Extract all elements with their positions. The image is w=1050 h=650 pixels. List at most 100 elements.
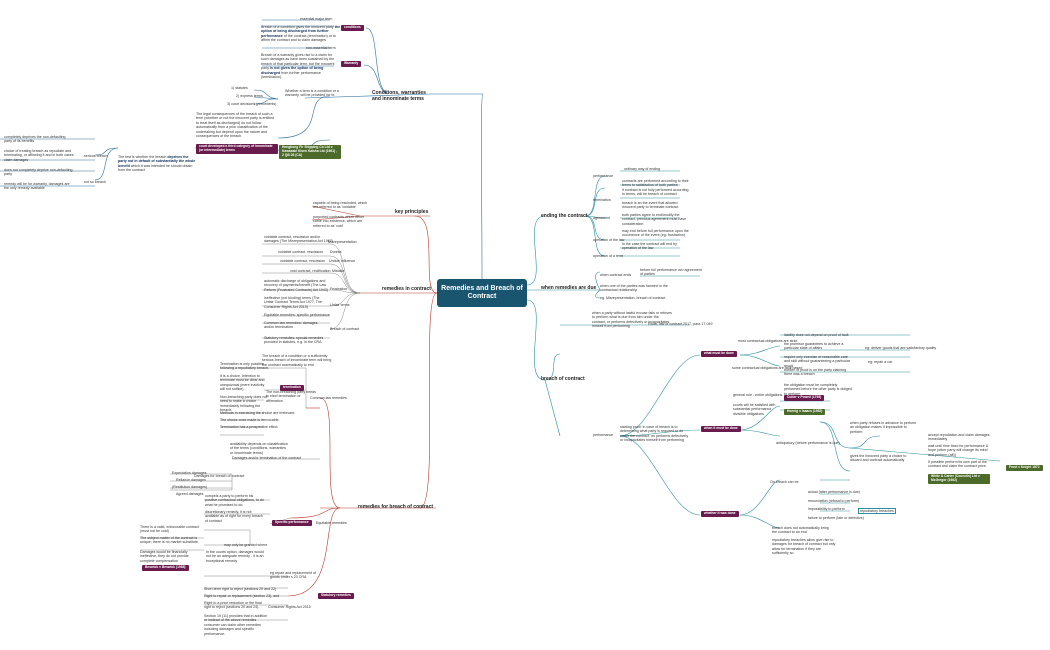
termination-label: termination	[593, 198, 611, 202]
if-possible-text: If possible perform its own part of the …	[928, 460, 987, 469]
promisor-text: the promisor guarantees to achieve a par…	[784, 342, 844, 351]
performance-label: performance	[593, 174, 614, 178]
statutes-item: 1) statutes	[231, 86, 248, 90]
voidable-rescission-undue: voidable contract, rescission	[280, 259, 326, 263]
burden-text: burden of proof is on the party claiming…	[784, 368, 847, 377]
right-repair-replace: Right to repair or replacement (section …	[204, 594, 280, 598]
auto-discharge-text: automatic discharge of obligations and r…	[264, 279, 329, 292]
section-ending-contract: ending the contract	[541, 213, 588, 219]
unfair-terms-label: Unfair terms	[330, 303, 350, 307]
section-when-remedies-due: when remedies are due	[541, 285, 597, 291]
equitable-remedies-node: Equitable remedies	[316, 521, 347, 525]
mistake-label: Mistake	[332, 269, 345, 273]
what-must-be-done-tag: what must be done	[701, 351, 737, 357]
agreed-damages: Agreed damages	[176, 492, 204, 496]
equitable-remedies-label: Equitable remedies: specific performance	[264, 313, 330, 317]
require-only-text: require only exercise of reasonable care…	[784, 355, 851, 368]
contracts-performed-text: contracts are performed according to the…	[622, 179, 689, 188]
termination-tag: termination	[280, 385, 304, 391]
when-contract-ends: when contract ends	[600, 273, 632, 277]
some-fault-based-label: some contractual obligations are fault b…	[732, 366, 803, 370]
repudiatory-damages-text: repudiatory breaches allow give rise to …	[772, 538, 836, 556]
court-decisions-item: 3) court decisions (precedents)	[227, 102, 277, 106]
on-breach-label: On breach can be	[770, 480, 799, 484]
ewan-citation: Ewan, law of contract 2017, para 17-049	[648, 322, 713, 326]
before-full-text: before full performance w/o agreement of…	[640, 268, 702, 277]
breach-of-contract-label: Breach of contract	[330, 327, 360, 331]
eg-deliver-text: eg: deliver goods that are satisfactory …	[865, 346, 937, 350]
ineffective-terms-text: ineffective (not binding) terms (The Unf…	[264, 296, 322, 309]
courts-option-text: In the courts option, damages would not …	[206, 550, 264, 563]
root-node: Remedies and Breach of Contract	[437, 279, 527, 307]
prospective-text: Termination has a prospective effect.	[220, 425, 279, 429]
repair-example: eg repair and replacement of goods under…	[270, 571, 316, 580]
valid-contract-text: There is a valid, enforceable contract (…	[140, 525, 199, 534]
consumer-rights-act: Consumer Rights Act 2015	[268, 605, 311, 609]
operation-of-law-label: operation of the law	[593, 238, 625, 242]
hoenig-case: Hoenig v Isaacs (1952)	[784, 409, 826, 415]
gives-choice-text: gives the innocent party a choice to dis…	[850, 454, 907, 463]
common-law-remedies-label: Common law remedies: damages and/or term…	[264, 321, 318, 330]
impossibility-label: impossibility to perform	[808, 507, 845, 511]
when-must-be-done-tag: when it must be done	[701, 426, 741, 432]
eg-repair-text: eg: repair a car	[868, 360, 893, 364]
when-one-harmed-text: when one of the parties was harmed in th…	[600, 284, 668, 293]
section-conditions-warranties: Conditions, warranties and innominate te…	[372, 90, 426, 102]
starting-point-text: starting point: in case of breach is to …	[620, 425, 689, 443]
section-remedies-in-contract: remedies in contract	[382, 286, 431, 292]
wait-time-text: wait until time fixed for performance & …	[928, 444, 989, 457]
ordinary-way: ordinary way of ending	[624, 167, 661, 171]
choice-intention-text: It is a choice. Intention to terminate m…	[220, 374, 265, 392]
may-only-be-granted: may only be granted where	[224, 543, 268, 547]
statutory-remedies-tag: Statutory remedies	[318, 593, 354, 599]
most-strict-label: most contractual obligations are strict	[738, 339, 798, 343]
subject-matter-text: The subject matter of the contract is un…	[140, 536, 199, 545]
renunciation-label: renunciation (refusal to perform)	[808, 499, 860, 503]
obligation-perf-text: the obligation must be completely perfor…	[784, 383, 852, 396]
whether-done-tag: whether it was done	[701, 511, 739, 517]
hongkong-fir-case: Hongkong Fir Shipping Co Ltd v Kawasaki …	[279, 145, 341, 159]
section-remedies-for-breach: remedies for breach of contract	[358, 504, 434, 510]
white-carter-case: White & Carter (Councils) Ltd v McGregor…	[928, 474, 990, 484]
operation-of-term-label: operation of a term	[593, 254, 624, 258]
warranty-tag: Warranty	[341, 61, 362, 67]
damages-termination-label: Damages and/or termination of the contra…	[232, 456, 302, 460]
only-possible-text: Termination is only possible following a…	[220, 362, 269, 371]
void-rectification: void contract, rectification	[290, 269, 331, 273]
specific-performance-tag: Specific performance	[272, 520, 312, 526]
compels-text: compels a party to perform his positive …	[205, 494, 264, 507]
agreement-label: agreement	[593, 216, 611, 220]
anticipatory-label: anticipatory (before performance is due)	[776, 441, 840, 445]
test-text: The test is whether the breach deprives …	[118, 155, 196, 173]
actual-label: actual (after performance is due)	[808, 490, 860, 494]
frost-case: Frost v Knight 1872	[1006, 465, 1043, 471]
substantial-performance-text: courts will be satisfied with substantia…	[733, 403, 776, 416]
remedy-warranty-text: remedy will be for warranty, damages are…	[4, 182, 70, 191]
completely-deprives-text: completely deprives the non-defaulting p…	[4, 135, 66, 144]
common-law-remedies-node: Common law remedies	[310, 396, 347, 400]
innominate-terms-tag: court developed a third category of inno…	[196, 144, 278, 154]
non-essential-term: non-essential term	[306, 46, 336, 50]
entire-obligations-label: general rule - entire obligations	[733, 393, 783, 397]
not-so-breach-label: not so breach	[84, 180, 106, 184]
essential-term: essential major term	[300, 17, 333, 21]
methods-text: Methods in exercising the choice are irr…	[220, 411, 296, 415]
termination-description: The breach of a condition or a sufficien…	[262, 354, 332, 367]
elect-termination-text: The non-breaching party needs to elect t…	[266, 390, 316, 403]
when-party-fails-text: when a party without lawful excuse fails…	[592, 311, 672, 329]
section-key-principles: key principles	[395, 209, 429, 215]
failure-label: failure to perform (late or defective)	[808, 516, 864, 520]
voidable-misrep-text: voidable contract, rescission and/or dam…	[264, 235, 333, 244]
may-end-text: may end before full performance upon the…	[622, 229, 689, 238]
conditions-tag: conditions	[341, 25, 364, 31]
breach-event-text: breach is an the event that allowed inno…	[622, 201, 679, 210]
section-19-text: Section 19 (11) provides that in additio…	[204, 614, 268, 636]
misrepresentation-label: Misrepresentation	[328, 240, 357, 244]
beswick-case: Beswick v Beswick (1968)	[142, 565, 189, 571]
expectation-damages: Expectation damages	[172, 471, 207, 475]
short-term-reject: Short-term right to reject (sections 20 …	[204, 587, 277, 591]
section-breach-of-contract: breach of contract	[541, 376, 585, 382]
warranty-description: Breach of a warranty gives rise to a cla…	[261, 53, 335, 80]
express-terms-item: 2) express terms	[236, 94, 263, 98]
statutory-remedies-text: Statutory remedies: special remedies pro…	[264, 336, 324, 345]
